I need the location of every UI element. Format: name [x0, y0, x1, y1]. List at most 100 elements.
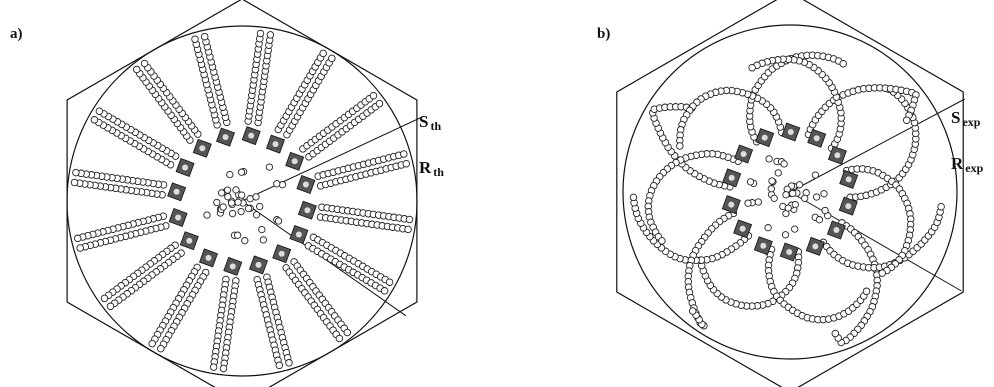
- headgroup-highlight: [175, 214, 182, 221]
- atom-bead: [815, 216, 824, 224]
- headgroup-highlight: [786, 249, 793, 255]
- headgroup-highlight: [740, 151, 747, 157]
- atom-bead: [106, 302, 115, 311]
- headgroup-highlight: [278, 250, 285, 257]
- atom-bead: [764, 224, 772, 232]
- hexagon-outline: [616, 0, 964, 387]
- atom-bead: [200, 32, 209, 41]
- atom-bead: [266, 31, 275, 39]
- headgroup-highlight: [787, 129, 794, 135]
- atom-bead: [405, 215, 414, 224]
- headgroup-highlight: [833, 227, 840, 233]
- atom-bead: [937, 202, 945, 211]
- atom-bead: [402, 159, 411, 168]
- atom-bead: [100, 294, 109, 303]
- panel-a-label: a): [10, 26, 23, 42]
- atom-bead: [658, 237, 666, 245]
- atom-bead: [820, 190, 828, 198]
- atom-bead: [343, 328, 352, 337]
- atom-bead: [157, 344, 165, 353]
- headgroup-highlight: [761, 134, 768, 141]
- headgroup-highlight: [173, 188, 180, 195]
- atom-bead: [234, 198, 242, 206]
- atom-bead: [232, 186, 240, 194]
- atom-bead: [285, 359, 293, 367]
- atom-bead: [237, 207, 245, 216]
- atom-bead: [244, 204, 253, 213]
- atom-bead: [380, 287, 389, 295]
- atom-bead: [795, 181, 804, 189]
- headgroup-highlight: [272, 141, 279, 148]
- atom-bead: [404, 225, 412, 234]
- atom-bead: [831, 329, 840, 338]
- atom-bead: [209, 363, 218, 371]
- atom-bead: [765, 155, 773, 163]
- atom-bead: [148, 339, 156, 348]
- atom-bead: [767, 185, 775, 193]
- atom-bead: [801, 194, 809, 202]
- atom-bead: [226, 170, 234, 179]
- atom-bead: [233, 231, 242, 239]
- headgroup-highlight: [813, 135, 820, 142]
- atom-bead: [328, 54, 336, 63]
- atom-bead: [140, 59, 149, 68]
- atom-bead: [273, 180, 281, 188]
- atom-bead: [265, 163, 274, 171]
- atom-bead: [217, 189, 226, 197]
- headgroup-highlight: [199, 145, 206, 152]
- atom-bead: [789, 189, 797, 198]
- atom-bead: [629, 193, 638, 202]
- atom-bead: [791, 200, 799, 209]
- atom-bead: [839, 59, 847, 68]
- atom-bead: [774, 169, 782, 177]
- atom-bead: [219, 203, 227, 211]
- atom-bead: [252, 211, 261, 219]
- radius-line-s: [241, 116, 424, 202]
- headgroup-highlight: [845, 203, 852, 210]
- headgroup-highlight: [295, 231, 302, 238]
- atom-bead: [258, 225, 266, 234]
- atom-bead: [76, 244, 84, 252]
- panel-b-label: b): [597, 26, 611, 42]
- headgroup-highlight: [222, 134, 229, 141]
- atom-bead: [191, 35, 199, 43]
- atom-bead: [274, 217, 283, 225]
- circle-outline: [622, 24, 958, 360]
- atom-bead: [219, 364, 228, 373]
- headgroup-highlight: [812, 243, 819, 250]
- panel-b-diagram: [616, 0, 966, 387]
- atom-bead: [770, 194, 778, 202]
- headgroup-highlight: [302, 181, 309, 188]
- atom-bead: [791, 225, 799, 233]
- atom-bead: [335, 334, 344, 343]
- atom-bead: [256, 29, 265, 38]
- atom-bead: [95, 107, 104, 115]
- atom-bead: [748, 63, 756, 72]
- atom-bead: [227, 199, 236, 207]
- atom-bead: [237, 168, 246, 176]
- headgroup-highlight: [229, 263, 236, 270]
- molecule-group: [629, 51, 945, 347]
- atom-bead: [812, 193, 821, 201]
- radius-line-s: [789, 98, 966, 193]
- atom-bead: [256, 202, 264, 211]
- atom-bead: [223, 186, 232, 194]
- headgroup-highlight: [248, 132, 255, 139]
- atom-bead: [73, 234, 82, 243]
- headgroup-highlight: [739, 225, 746, 232]
- atom-bead: [259, 236, 267, 244]
- atom-bead: [238, 191, 246, 199]
- atom-bead: [252, 193, 260, 201]
- headgroup-highlight: [728, 174, 735, 181]
- atom-bead: [385, 278, 394, 286]
- atom-bead: [241, 237, 249, 245]
- atom-bead: [278, 181, 287, 189]
- headgroup-highlight: [291, 158, 298, 165]
- atom-bead: [782, 191, 790, 199]
- headgroup-highlight: [834, 152, 841, 159]
- atom-bead: [369, 91, 378, 100]
- headgroup-highlight: [304, 207, 311, 214]
